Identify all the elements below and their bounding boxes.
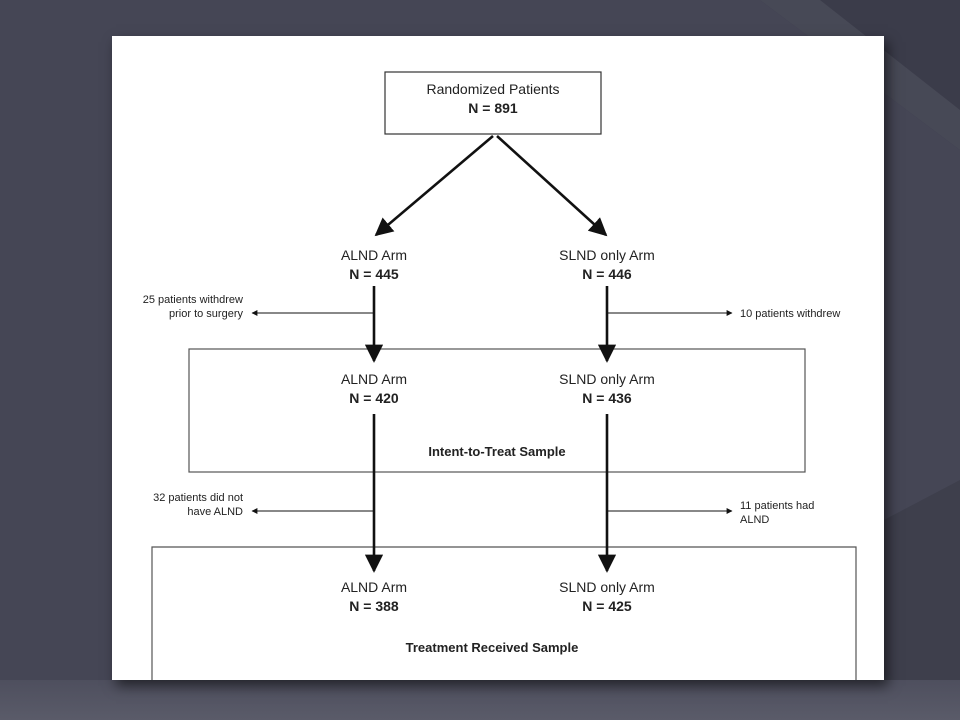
alnd-arm-itt-count: N = 420 bbox=[349, 390, 399, 406]
randomized-count: N = 891 bbox=[468, 100, 518, 116]
arrow-to-slnd bbox=[496, 135, 608, 237]
slnd-arm-initial-count: N = 446 bbox=[582, 266, 632, 282]
slnd-arm-itt-count: N = 436 bbox=[582, 390, 632, 406]
flow-diagram bbox=[151, 71, 857, 680]
arrow-to-alnd bbox=[374, 135, 494, 237]
background-band bbox=[0, 680, 960, 720]
withdrawal-note-right-line1: 10 patients withdrew bbox=[740, 308, 841, 320]
crossover-note-left-line1: 32 patients did not bbox=[153, 492, 243, 504]
withdrawal-note-left: 25 patients withdrew prior to surgery bbox=[112, 293, 243, 321]
withdrawal-note-left-line1: 25 patients withdrew bbox=[142, 294, 243, 306]
alnd-arm-itt-title: ALND Arm bbox=[340, 371, 408, 387]
treatment-received-label: Treatment Received Sample bbox=[405, 640, 579, 655]
slide-card: Randomized Patients N = 891 ALND Arm N =… bbox=[112, 36, 884, 680]
alnd-arm-tr-title: ALND Arm bbox=[340, 579, 408, 595]
withdrawal-note-left-line2: prior to surgery bbox=[169, 308, 243, 320]
randomized-box bbox=[384, 71, 602, 135]
crossover-note-right: 11 patients had ALND bbox=[740, 499, 880, 527]
randomized-title: Randomized Patients bbox=[426, 81, 560, 97]
alnd-arm-initial-count: N = 445 bbox=[349, 266, 399, 282]
intent-to-treat-box bbox=[188, 348, 806, 473]
intent-to-treat-label: Intent-to-Treat Sample bbox=[428, 444, 566, 459]
treatment-received-box bbox=[151, 546, 857, 680]
slnd-arm-tr-count: N = 425 bbox=[582, 598, 632, 614]
crossover-note-right-line2: ALND bbox=[740, 514, 770, 526]
crossover-note-left: 32 patients did not have ALND bbox=[112, 491, 243, 519]
crossover-note-left-line2: have ALND bbox=[187, 506, 243, 518]
slnd-arm-itt-title: SLND only Arm bbox=[559, 371, 655, 387]
alnd-arm-initial-title: ALND Arm bbox=[340, 247, 408, 263]
crossover-note-right-line1: 11 patients had bbox=[740, 500, 815, 512]
slnd-arm-tr-title: SLND only Arm bbox=[559, 579, 655, 595]
withdrawal-note-right: 10 patients withdrew bbox=[740, 307, 880, 321]
alnd-arm-tr-count: N = 388 bbox=[349, 598, 399, 614]
slnd-arm-initial-title: SLND only Arm bbox=[559, 247, 655, 263]
